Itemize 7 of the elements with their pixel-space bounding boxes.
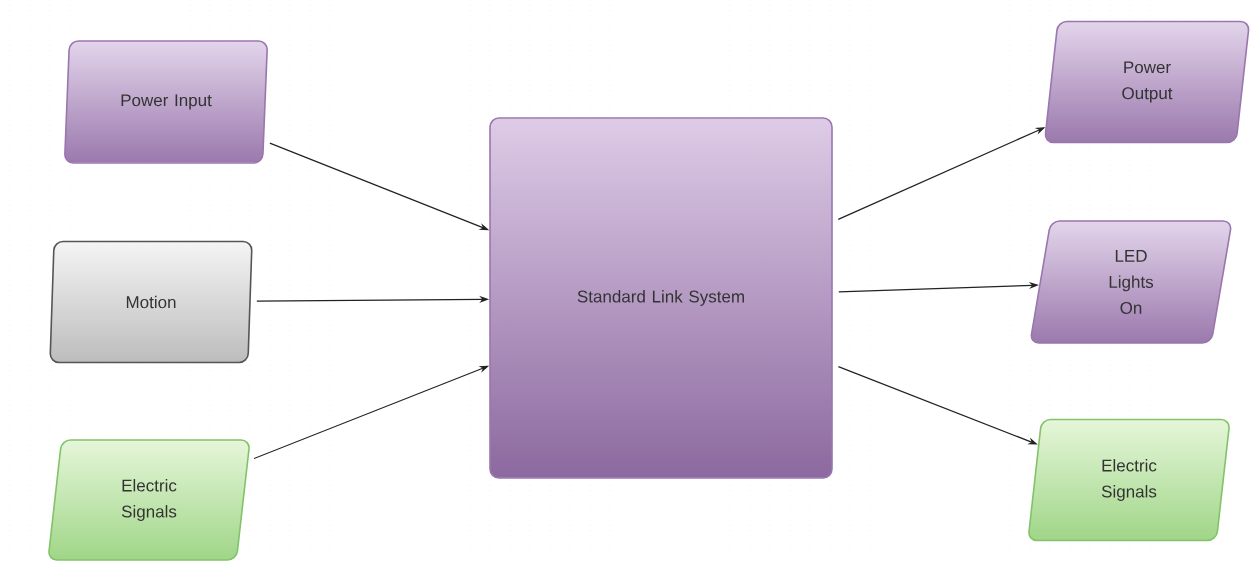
system-box: Standard Link System	[489, 117, 833, 479]
data-parallelogram: Power Input	[64, 40, 268, 164]
data-parallelogram: Power Output	[1044, 20, 1250, 144]
data-parallelogram: Electric Signals	[1028, 418, 1230, 542]
data-parallelogram: Motion	[49, 240, 253, 364]
data-parallelogram: Electric Signals	[48, 439, 250, 561]
data-parallelogram: LED Lights On	[1030, 220, 1232, 344]
